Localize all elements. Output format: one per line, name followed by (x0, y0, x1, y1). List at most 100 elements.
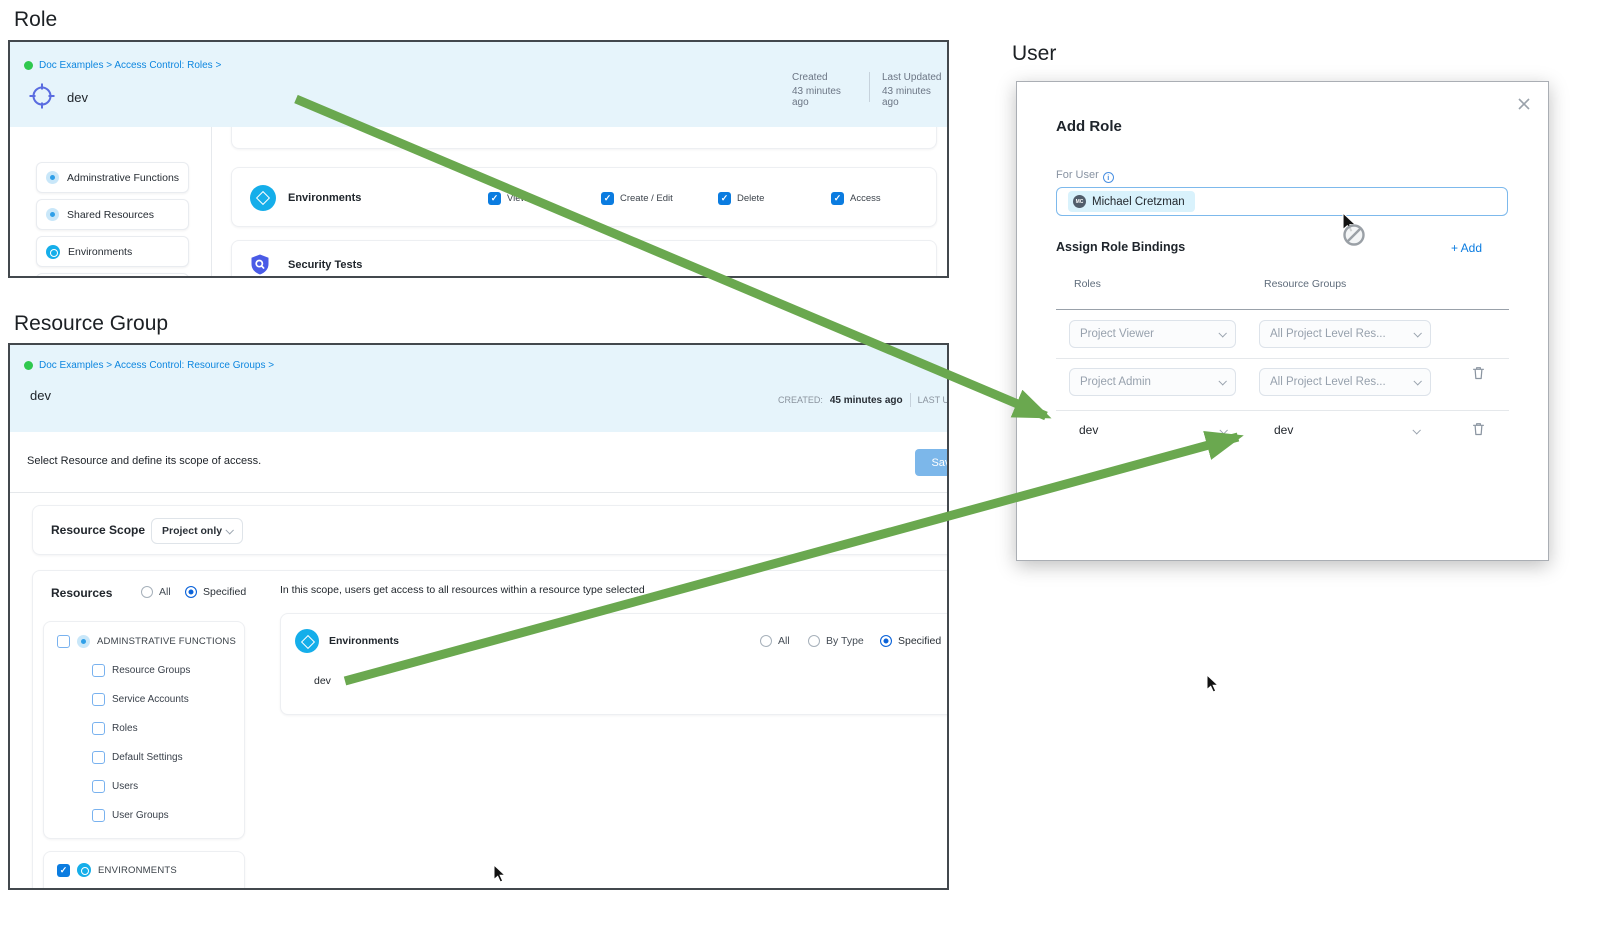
close-icon[interactable] (1516, 96, 1532, 112)
permission-view[interactable]: View (488, 192, 527, 205)
permission-row-label: Environments (288, 192, 362, 204)
cursor-pointer (1206, 673, 1220, 693)
permission-row-security-tests: Security Tests (231, 240, 937, 276)
checkbox-unchecked-icon[interactable] (57, 635, 70, 648)
role-sidebar: Adminstrative Functions Shared Resources… (10, 127, 212, 276)
radio-selected-icon[interactable] (880, 635, 892, 647)
environments-icon (77, 863, 91, 877)
select-value: All Project Level Res... (1270, 328, 1386, 340)
chevron-down-icon[interactable] (1219, 426, 1228, 435)
for-user-text: For User (1056, 169, 1099, 181)
sidebar-item-environments[interactable]: Environments (36, 236, 189, 267)
radio-selected-icon[interactable] (185, 586, 197, 598)
checkbox-checked-icon[interactable] (831, 192, 844, 205)
role-meta: Created 43 minutes ago Last Updated 43 m… (792, 72, 947, 108)
permission-delete[interactable]: Delete (718, 192, 764, 205)
checkbox-unchecked-icon[interactable] (92, 809, 105, 822)
column-header-roles: Roles (1074, 278, 1101, 290)
role-main: Environments View Create / Edit Delete A… (213, 127, 947, 276)
column-header-resource-groups: Resource Groups (1264, 278, 1347, 290)
bindings-header-divider (1056, 309, 1509, 310)
radio-unselected-icon[interactable] (141, 586, 153, 598)
role-select-row3[interactable]: dev (1079, 423, 1099, 437)
add-binding-button[interactable]: + Add (1451, 241, 1483, 255)
radio-unselected-icon[interactable] (760, 635, 772, 647)
resource-scope-dropdown[interactable]: Project only (151, 518, 243, 544)
resource-group-select-row2[interactable]: All Project Level Res... (1259, 368, 1431, 396)
role-panel-header: Doc Examples > Access Control: Roles > d… (10, 42, 947, 127)
info-icon[interactable]: i (1102, 172, 1114, 183)
radio-unselected-icon[interactable] (808, 635, 820, 647)
rg-panel-header: Doc Examples > Access Control: Resource … (10, 345, 947, 432)
sidebar-item-administrative-functions[interactable]: Adminstrative Functions (36, 162, 189, 193)
tree-item-default-settings[interactable]: Default Settings (92, 751, 183, 764)
checkbox-unchecked-icon[interactable] (92, 722, 105, 735)
scope-radio-by-type[interactable]: By Type (808, 635, 864, 647)
rg-breadcrumb[interactable]: Doc Examples > Access Control: Resource … (24, 360, 274, 371)
tree-item-environments[interactable]: ENVIRONMENTS (57, 863, 177, 877)
role-select-row1[interactable]: Project Viewer (1069, 320, 1236, 348)
select-value: Project Viewer (1080, 328, 1154, 340)
resource-group-select-row1[interactable]: All Project Level Res... (1259, 320, 1431, 348)
chevron-down-icon[interactable] (1412, 426, 1421, 435)
tree-item-user-groups[interactable]: User Groups (92, 809, 169, 822)
tree-item-label: Service Accounts (112, 694, 189, 705)
resources-radio-all[interactable]: All (141, 586, 171, 598)
resource-scope-label: Resource Scope (51, 523, 146, 537)
save-button[interactable]: Save (915, 449, 947, 476)
tree-item-label: User Groups (112, 810, 169, 821)
role-breadcrumb[interactable]: Doc Examples > Access Control: Roles > (24, 60, 221, 71)
checkbox-unchecked-icon[interactable] (92, 693, 105, 706)
permission-label: Access (850, 193, 881, 204)
updated-value: 43 minutes ago (881, 86, 931, 108)
sidebar-item-shared-resources[interactable]: Shared Resources (36, 199, 189, 230)
rg-created-value: 45 minutes ago (829, 394, 903, 406)
trash-icon[interactable] (1471, 365, 1486, 381)
role-select-row2[interactable]: Project Admin (1069, 368, 1236, 396)
row-divider (1056, 358, 1509, 359)
permission-label: Delete (737, 193, 765, 204)
scope-radio-specified[interactable]: Specified (880, 635, 941, 647)
resource-group-section-heading: Resource Group (14, 312, 169, 335)
scope-environments-card: Environments All By Type Specified dev (280, 613, 947, 715)
tree-item-resource-groups[interactable]: Resource Groups (92, 664, 190, 677)
permission-create-edit[interactable]: Create / Edit (601, 192, 673, 205)
tree-item-label: Roles (112, 723, 138, 734)
trash-icon[interactable] (1471, 421, 1486, 437)
sidebar-item-label: Environments (68, 245, 133, 258)
radio-label: Specified (898, 635, 942, 647)
rg-meta: CREATED: 45 minutes ago LAST UPD (778, 393, 947, 407)
sidebar-item-label: Adminstrative Functions (67, 171, 180, 184)
permission-label: Create / Edit (620, 193, 673, 204)
chevron-down-icon (1218, 377, 1227, 386)
tree-item-label: Resource Groups (112, 665, 191, 676)
user-chip[interactable]: MC Michael Cretzman (1068, 191, 1195, 212)
sidebar-item-label: Shared Resources (67, 208, 154, 221)
checkbox-checked-icon[interactable] (718, 192, 731, 205)
breadcrumb-text[interactable]: Doc Examples > Access Control: Roles > (39, 60, 222, 71)
checkbox-unchecked-icon[interactable] (92, 664, 105, 677)
checkbox-unchecked-icon[interactable] (92, 751, 105, 764)
permission-access[interactable]: Access (831, 192, 881, 205)
assign-role-bindings-label: Assign Role Bindings (1056, 240, 1186, 254)
checkbox-checked-icon[interactable] (601, 192, 614, 205)
tree-item-service-accounts[interactable]: Service Accounts (92, 693, 189, 706)
permission-row-partial (231, 127, 937, 149)
tree-item-users[interactable]: Users (92, 780, 138, 793)
administrative-functions-icon (77, 635, 90, 648)
scope-radio-all[interactable]: All (760, 635, 790, 647)
tree-item-administrative-functions[interactable]: ADMINSTRATIVE FUNCTIONS (57, 635, 236, 648)
checkbox-checked-icon[interactable] (57, 863, 70, 877)
resource-group-select-row3[interactable]: dev (1274, 423, 1294, 437)
role-title: dev (67, 90, 88, 105)
checkbox-unchecked-icon[interactable] (92, 780, 105, 793)
checkbox-checked-icon[interactable] (488, 192, 501, 205)
breadcrumb-text[interactable]: Doc Examples > Access Control: Resource … (39, 360, 275, 371)
user-input[interactable]: MC Michael Cretzman (1056, 187, 1508, 216)
tree-item-roles[interactable]: Roles (92, 722, 138, 735)
chevron-down-icon (225, 526, 234, 535)
resources-radio-specified[interactable]: Specified (185, 586, 246, 598)
permission-row-environments: Environments View Create / Edit Delete A… (231, 167, 937, 227)
